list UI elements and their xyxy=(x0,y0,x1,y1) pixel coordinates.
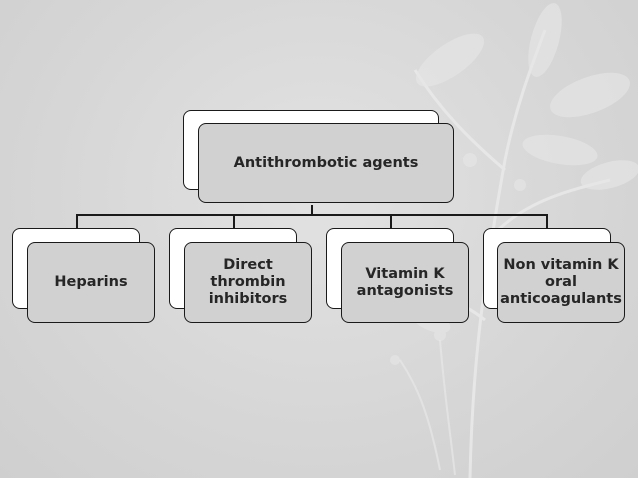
child-node-heparins: Heparins xyxy=(27,242,155,323)
child-node-label: Vitamin K antagonists xyxy=(356,265,454,299)
child-node-direct-thrombin-inhibitors: Direct thrombin inhibitors xyxy=(184,242,312,323)
connector-horizontal xyxy=(76,214,548,216)
connector-child-1 xyxy=(76,214,78,229)
child-node-label: Direct thrombin inhibitors xyxy=(208,257,288,307)
connector-child-3 xyxy=(390,214,392,229)
child-node-label: Non vitamin K oral anticoagulants xyxy=(500,257,622,307)
root-node-label: Antithrombotic agents xyxy=(233,154,419,171)
child-node-label: Heparins xyxy=(54,274,128,290)
child-node-non-vitamin-k-oral-anticoagulants: Non vitamin K oral anticoagulants xyxy=(497,242,625,323)
connector-child-2 xyxy=(233,214,235,229)
child-node-vitamin-k-antagonists: Vitamin K antagonists xyxy=(341,242,469,323)
root-node: Antithrombotic agents xyxy=(198,123,454,203)
connector-child-4 xyxy=(546,214,548,229)
connector-root-down xyxy=(311,205,313,215)
